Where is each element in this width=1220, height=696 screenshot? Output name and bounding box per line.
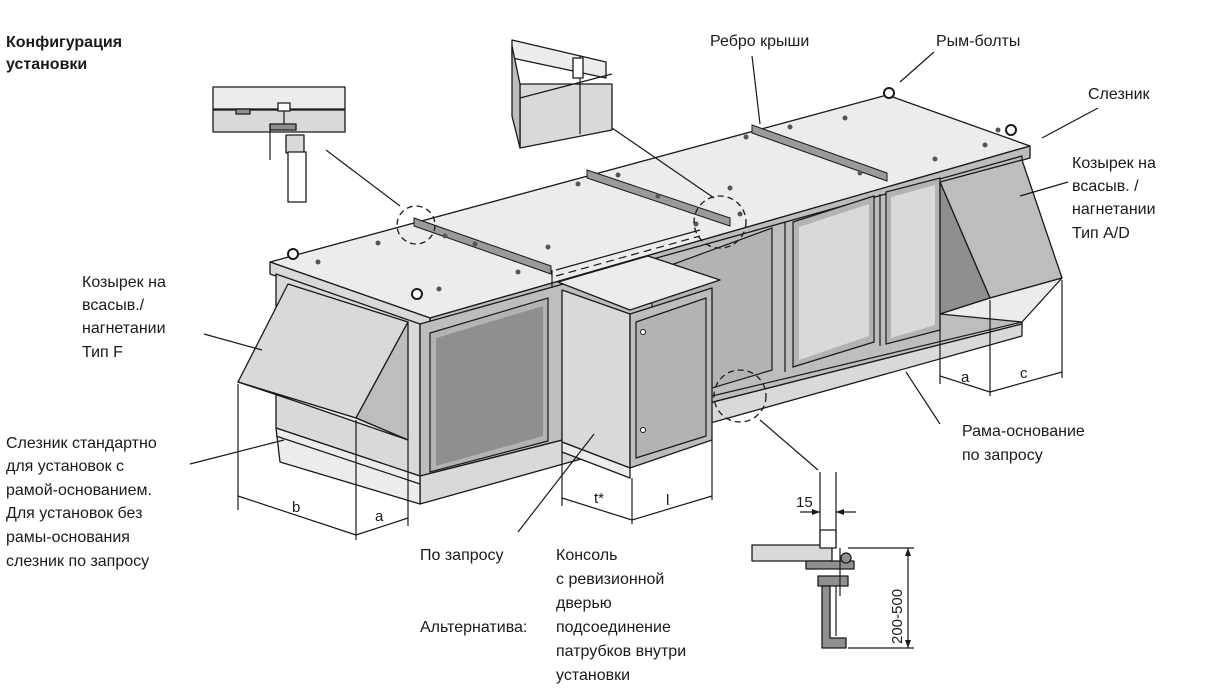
- leader-drip-edge: [1041, 107, 1099, 139]
- dim-t-text: t*: [594, 490, 604, 507]
- inset-rib: [511, 39, 613, 149]
- svg-text:по запросу: по запросу: [962, 447, 1043, 464]
- svg-text:Консоль: Консоль: [556, 547, 617, 564]
- eye-bolt-2: [411, 288, 423, 300]
- svg-text:рамы-основания: рамы-основания: [6, 529, 130, 546]
- dim-b-line: [237, 495, 357, 536]
- dim-b-text: b: [292, 499, 300, 516]
- access-door-1-inner: [436, 306, 543, 466]
- leader-drip-std: [189, 439, 285, 465]
- rib-hidden-line: [555, 235, 701, 277]
- leader-base-frame: [905, 371, 941, 425]
- eye-bolt-4: [1005, 124, 1017, 136]
- dim-a-left-text: a: [375, 508, 384, 525]
- svg-text:Слезник стандартно: Слезник стандартно: [6, 435, 157, 452]
- title-line-2: установки: [6, 56, 87, 73]
- base-frame-line: [711, 321, 1023, 397]
- dim-l-line: [631, 495, 713, 521]
- leader-hood-ad: [1019, 181, 1069, 197]
- svg-text:дверью: дверью: [556, 595, 612, 612]
- drip-edge-std: [275, 435, 421, 485]
- label-base-frame: Рама-основание по запросу: [962, 423, 1085, 464]
- dim-c-line: [989, 371, 1063, 393]
- roof-screws: [315, 115, 1001, 292]
- svg-text:подсоединение: подсоединение: [556, 619, 671, 636]
- svg-text:Для установок без: Для установок без: [6, 505, 142, 522]
- detail-circle-base: [713, 369, 767, 423]
- detail-circle-rib: [693, 195, 747, 249]
- label-hood-f: Козырек на всасыв./ нагнетании Тип F: [82, 274, 166, 361]
- leader-hood-f: [203, 333, 263, 351]
- label-alternative: Альтернатива: подсоединение патрубков вн…: [420, 619, 686, 684]
- svg-text:слезник по запросу: слезник по запросу: [6, 553, 149, 570]
- svg-text:нагнетании: нагнетании: [82, 320, 166, 337]
- console-plinth: [561, 441, 631, 479]
- hood-ad-bottom: [939, 277, 1063, 323]
- dim-a-right-text: a: [961, 369, 970, 386]
- svg-text:для установок с: для установок с: [6, 458, 124, 475]
- svg-text:всасыв./: всасыв./: [82, 297, 145, 314]
- svg-text:Козырек на: Козырек на: [1072, 155, 1156, 172]
- label-drip-edge: Слезник: [1088, 86, 1151, 103]
- label-eye-bolts: Рым-болты: [936, 33, 1020, 50]
- svg-text:Альтернатива:: Альтернатива:: [420, 619, 527, 636]
- eye-bolt-3: [883, 87, 895, 99]
- svg-text:установки: установки: [556, 667, 630, 684]
- svg-text:Тип A/D: Тип A/D: [1072, 225, 1130, 242]
- console-hinge-1: [640, 329, 646, 335]
- access-door-4-inner: [891, 185, 935, 338]
- label-roof-rib: Ребро крыши: [710, 33, 809, 50]
- leader-inset-roof: [325, 149, 401, 207]
- dim-c-text: c: [1020, 365, 1028, 382]
- detail-circle-roof-joint: [396, 205, 436, 245]
- access-door-3-inner: [799, 204, 869, 360]
- air-handling-unit: [237, 87, 1063, 505]
- console-hinge-2: [640, 427, 646, 433]
- console-front: [561, 289, 631, 469]
- leader-eye-bolts: [899, 51, 935, 83]
- inset-base-frame: [751, 472, 855, 649]
- leader-inset-rib: [611, 127, 715, 199]
- dim-height-text: 200-500: [889, 589, 906, 644]
- rib-top-line: [555, 229, 701, 271]
- leader-roof-rib: [751, 55, 761, 125]
- eye-bolts: [287, 87, 1017, 300]
- dim-15-text: 15: [796, 494, 813, 511]
- svg-text:Тип F: Тип F: [82, 344, 123, 361]
- svg-text:рамой-основанием.: рамой-основанием.: [6, 482, 152, 499]
- label-hood-ad: Козырек на всасыв. / нагнетании Тип A/D: [1072, 155, 1156, 242]
- leader-inset-base: [759, 419, 819, 471]
- label-on-request: По запросу: [420, 547, 504, 564]
- leader-on-request: [517, 433, 595, 533]
- title-line-1: Конфигурация: [6, 34, 122, 51]
- roof-rib-3: [751, 124, 888, 182]
- dim-t-line: [561, 497, 633, 521]
- svg-text:Козырек на: Козырек на: [82, 274, 166, 291]
- inset-roof-joint: [212, 86, 346, 203]
- roof-rib-1: [413, 217, 552, 275]
- svg-text:с ревизионной: с ревизионной: [556, 571, 664, 588]
- svg-text:патрубков внутри: патрубков внутри: [556, 643, 686, 660]
- dim-a-right-line: [939, 375, 991, 393]
- svg-text:Рама-основание: Рама-основание: [962, 423, 1085, 440]
- eye-bolt-1: [287, 248, 299, 260]
- console-roof: [557, 255, 721, 311]
- label-console: Консоль с ревизионной дверью: [556, 547, 664, 612]
- console-door: [635, 297, 707, 459]
- dim-a-line: [355, 517, 409, 536]
- label-drip-std: Слезник стандартно для установок с рамой…: [6, 435, 157, 570]
- svg-text:всасыв. /: всасыв. /: [1072, 178, 1139, 195]
- base-frame-left: [275, 427, 421, 505]
- svg-text:нагнетании: нагнетании: [1072, 201, 1156, 218]
- dim-l-text: l: [666, 492, 669, 509]
